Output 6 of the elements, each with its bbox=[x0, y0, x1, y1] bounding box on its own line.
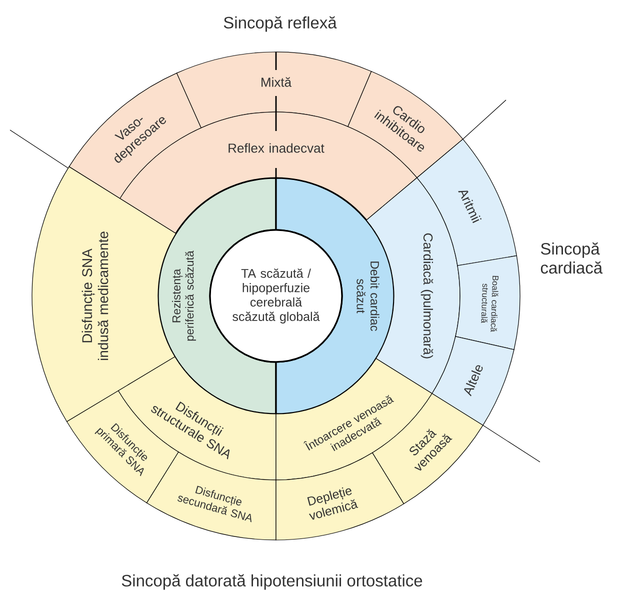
sector: Boală cardiacă structurală bbox=[455, 255, 520, 350]
section-title: Sincopă reflexă bbox=[224, 16, 337, 32]
sector: Mixtă bbox=[176, 52, 372, 128]
section-title: Sincopă cardiacă bbox=[540, 242, 603, 274]
sector: Depleție volemică bbox=[276, 452, 404, 540]
section-title: Sincopă datorată hipotensiunii ortostatice bbox=[122, 574, 422, 590]
